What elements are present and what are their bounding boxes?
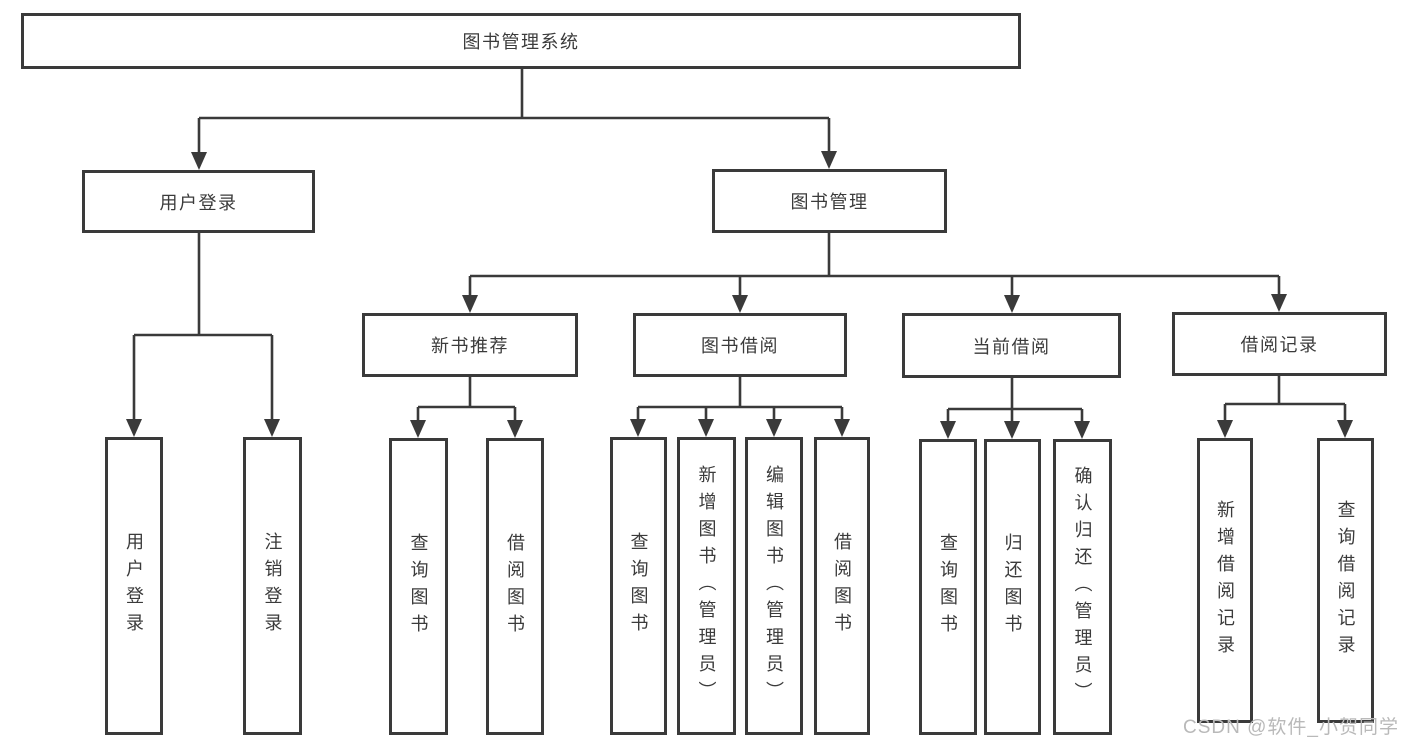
arrow-down-icon [1217, 420, 1233, 438]
leaf-add-books-admin: 新增图书（管理员） [677, 437, 736, 735]
node-label: 当前借阅 [972, 336, 1051, 357]
node-label: 借阅图书 [832, 532, 852, 640]
leaf-query-books: 查询图书 [610, 437, 667, 735]
arrow-down-icon [698, 419, 714, 437]
arrow-down-icon [1337, 420, 1353, 438]
node-label: 确认归还（管理员） [1072, 465, 1093, 709]
leaf-add-borrowing-record: 新增借阅记录 [1197, 438, 1253, 723]
arrow-down-icon [410, 420, 426, 438]
node-label: 查询借阅记录 [1335, 499, 1356, 662]
arrow-down-icon [766, 419, 782, 437]
leaf-user-login: 用户登录 [105, 437, 163, 735]
node-user-login: 用户登录 [82, 170, 315, 233]
arrow-down-icon [732, 295, 748, 313]
arrow-down-icon [1004, 295, 1020, 313]
leaf-confirm-return-admin: 确认归还（管理员） [1053, 439, 1112, 735]
leaf-query-books: 查询图书 [919, 439, 977, 735]
node-label: 借阅图书 [505, 532, 525, 641]
arrow-down-icon [507, 420, 523, 438]
node-label: 查询图书 [938, 533, 958, 641]
node-label: 借阅记录 [1240, 335, 1319, 355]
node-label: 注销登录 [262, 532, 283, 640]
node-label: 图书借阅 [701, 336, 779, 356]
node-book-management: 图书管理 [712, 169, 947, 233]
watermark: CSDN @软件_小贺同学 [1183, 717, 1399, 738]
node-label: 归还图书 [1002, 533, 1023, 641]
leaf-borrow-books: 借阅图书 [814, 437, 870, 735]
node-label: 图书管理 [790, 192, 869, 212]
arrow-down-icon [834, 419, 850, 437]
node-library-management-system: 图书管理系统 [21, 13, 1021, 69]
node-label: 用户登录 [159, 192, 238, 213]
node-label: 新增借阅记录 [1215, 499, 1235, 662]
node-label: 新增图书（管理员） [696, 464, 717, 708]
arrow-down-icon [126, 419, 142, 437]
arrow-down-icon [264, 419, 280, 437]
node-label: 查询图书 [628, 532, 649, 640]
node-current-borrowing: 当前借阅 [902, 313, 1121, 378]
leaf-query-borrowing-record: 查询借阅记录 [1317, 438, 1374, 723]
arrow-down-icon [1074, 421, 1090, 439]
leaf-return-books: 归还图书 [984, 439, 1041, 735]
arrow-down-icon [940, 421, 956, 439]
arrow-down-icon [462, 295, 478, 313]
node-label: 查询图书 [408, 532, 429, 641]
leaf-edit-books-admin: 编辑图书（管理员） [745, 437, 803, 735]
node-label: 用户登录 [124, 532, 144, 640]
node-label: 图书管理系统 [462, 32, 580, 52]
arrow-down-icon [821, 151, 837, 169]
leaf-logout: 注销登录 [243, 437, 302, 735]
node-label: 编辑图书（管理员） [764, 464, 784, 708]
arrow-down-icon [630, 419, 646, 437]
arrow-down-icon [1271, 294, 1287, 312]
arrow-down-icon [191, 152, 207, 170]
node-label: 新书推荐 [431, 336, 509, 356]
leaf-borrow-books: 借阅图书 [486, 438, 544, 735]
node-book-borrowing: 图书借阅 [633, 313, 847, 377]
leaf-query-books: 查询图书 [389, 438, 448, 735]
arrow-down-icon [1004, 421, 1020, 439]
node-borrowing-records: 借阅记录 [1172, 312, 1387, 376]
node-new-book-recommendation: 新书推荐 [362, 313, 578, 377]
